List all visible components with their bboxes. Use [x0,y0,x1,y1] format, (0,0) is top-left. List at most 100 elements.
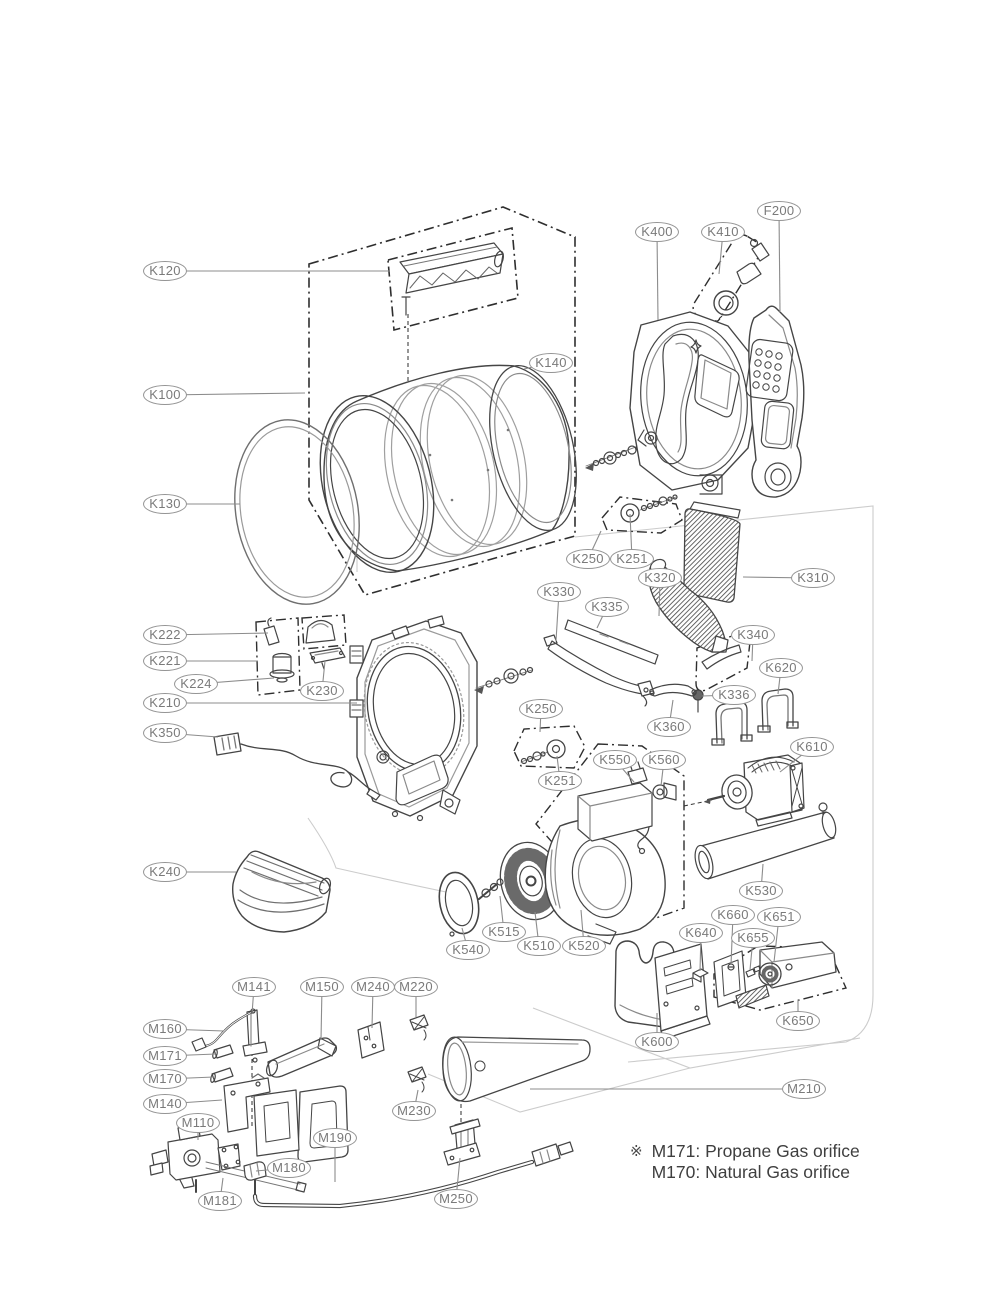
leader-line-k400 [656,231,659,321]
part-label-k410: K410 [701,222,745,242]
part-label-k140: K140 [529,353,573,373]
part-label-k520: K520 [562,936,606,956]
part-label-k250: K250 [519,699,563,719]
part-label-k655: K655 [731,928,775,948]
clamp-kit-part [478,878,504,900]
part-label-k310: K310 [791,568,835,588]
igniter-part [265,1037,338,1078]
part-label-k550: K550 [593,750,637,770]
part-label-k130: K130 [143,494,187,514]
drum-part [319,364,577,573]
support-roller-shaft-part [694,802,837,880]
part-label-m250: M250 [434,1189,478,1209]
drum-shaft-kit [585,442,647,471]
heater-boundary [713,945,847,1011]
part-label-m150: M150 [300,977,344,997]
part-label-k510: K510 [517,936,561,956]
gas-pipe-part [252,1141,574,1209]
part-label-k600: K600 [635,1032,679,1052]
part-label-k340: K340 [731,625,775,645]
gas-fitting-part [243,1161,267,1197]
part-label-k250: K250 [566,549,610,569]
part-label-k530: K530 [739,881,783,901]
seal-strip-part [701,644,742,670]
blower-seal-part [438,871,480,937]
lifter-part [399,242,504,316]
part-label-k335: K335 [585,597,629,617]
part-label-m230: M230 [392,1101,436,1121]
duct-cover-part [745,305,805,498]
wire-harness-part [213,732,381,801]
parts-art [149,238,837,1209]
part-label-k230: K230 [300,681,344,701]
part-label-m140: M140 [143,1094,187,1114]
door-seal-part [234,419,360,605]
part-label-k221: K221 [143,651,187,671]
sensor-boundary-b [301,614,347,650]
roller-kit-boundary-lower [513,725,586,769]
burner-funnel-part [442,1036,591,1103]
part-label-k240: K240 [143,862,187,882]
part-label-k336: K336 [712,685,756,705]
thermostat-wire-part [577,761,653,855]
part-label-m190: M190 [313,1128,357,1148]
part-label-k560: K560 [642,750,686,770]
footnote-line-2: M170: Natural Gas orifice [651,1162,850,1182]
part-label-m160: M160 [143,1019,187,1039]
footnote: ※ M171: Propane Gas orifice M170: Natura… [630,1141,860,1183]
part-label-m220: M220 [394,977,438,997]
sensor-bracket-part [309,647,346,670]
part-label-k515: K515 [482,922,526,942]
roller-kit-lower [520,739,566,765]
part-label-k640: K640 [679,923,723,943]
part-label-k222: K222 [143,625,187,645]
igniter-wire-part [191,1008,256,1052]
funnel-bracket-part [443,1118,481,1166]
front-duct-bracket-part [543,634,655,707]
part-label-k360: K360 [647,717,691,737]
part-label-k120: K120 [143,261,187,281]
heater-assembly-part [692,941,837,1009]
clip-parts [357,1014,429,1093]
thermostat-kit-part [713,238,770,316]
part-label-k610: K610 [790,737,834,757]
leader-line-k100 [164,392,306,396]
part-label-k400: K400 [635,222,679,242]
part-label-k651: K651 [757,907,801,927]
part-label-k330: K330 [537,582,581,602]
leader-line-f200 [778,210,781,313]
part-label-m180: M180 [267,1158,311,1178]
part-label-k251: K251 [610,549,654,569]
sensor-parts [263,617,336,683]
part-label-k350: K350 [143,723,187,743]
part-label-k100: K100 [143,385,187,405]
part-label-k540: K540 [446,940,490,960]
part-label-f200: F200 [757,201,801,221]
roller-kit-upper [620,494,678,523]
part-label-m110: M110 [176,1113,220,1133]
drum-assembly-boundary [308,206,576,596]
manifold-bracket-parts [223,1073,349,1163]
roller-kit-boundary-upper [601,496,683,534]
part-label-m210: M210 [782,1079,826,1099]
small-motor-part [652,782,677,801]
felt-strip-part [564,619,659,665]
part-label-m170: M170 [143,1069,187,1089]
part-label-k620: K620 [759,658,803,678]
motor-part [704,754,805,827]
part-label-k251: K251 [538,771,582,791]
front-bulkhead-part [349,615,478,822]
base-bracket-part [614,940,711,1040]
small-strip-part [649,683,697,697]
rear-head-part [629,311,758,495]
igniter-bracket-part [242,1009,268,1063]
bulkhead-shaft-kit [474,666,534,694]
part-label-k650: K650 [776,1011,820,1031]
part-label-k660: K660 [711,905,755,925]
footnote-line-1: M171: Propane Gas orifice [651,1141,860,1161]
footnote-lines: M171: Propane Gas orifice M170: Natural … [652,1141,860,1183]
part-label-m141: M141 [232,977,276,997]
part-label-m171: M171 [143,1046,187,1066]
